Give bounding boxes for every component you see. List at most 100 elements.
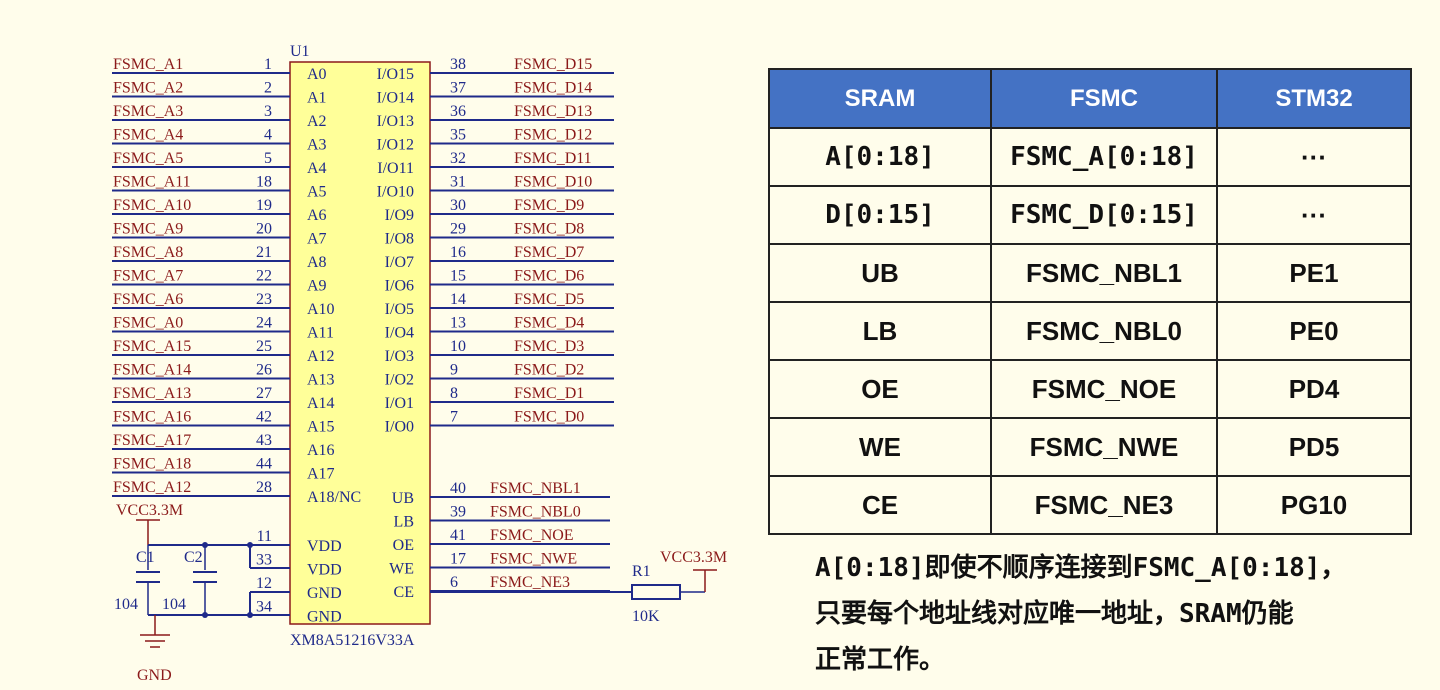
- net-label: FSMC_D6: [514, 268, 584, 285]
- net-label: FSMC_A4: [113, 127, 183, 144]
- net-label: FSMC_A0: [113, 315, 183, 332]
- table-row: WE FSMC_NWE PD5: [768, 417, 1412, 477]
- table-row: A[0:18] FSMC_A[0:18] ···: [768, 127, 1412, 187]
- pin-number: 27: [256, 385, 272, 402]
- net-label: FSMC_D10: [514, 174, 592, 191]
- pin-name: A17: [307, 466, 335, 483]
- r1-resistor: [631, 584, 681, 600]
- net-label: FSMC_A11: [113, 174, 191, 191]
- r1-value: 10K: [632, 608, 660, 625]
- pin-name: UB: [392, 490, 414, 507]
- net-label: FSMC_NE3: [490, 574, 570, 591]
- pin-name: A15: [307, 419, 335, 436]
- explanation-note: A[0:18]即使不顺序连接到FSMC_A[0:18]， 只要每个地址线对应唯一…: [815, 545, 1415, 683]
- net-label: FSMC_A14: [113, 362, 191, 379]
- net-label: FSMC_D5: [514, 291, 584, 308]
- pin-number: 39: [450, 504, 466, 521]
- pin-name: LB: [394, 514, 414, 531]
- ic-designator: U1: [290, 43, 310, 60]
- pin-number: 32: [450, 150, 466, 167]
- pin-number: 11: [257, 528, 272, 545]
- net-label: FSMC_D14: [514, 80, 592, 97]
- header-stm32: STM32: [1216, 68, 1412, 129]
- pin-number: 44: [256, 456, 272, 473]
- pin-mapping-table: SRAM FSMC STM32 A[0:18] FSMC_A[0:18] ···…: [768, 68, 1412, 535]
- pin-name: A4: [307, 160, 327, 177]
- pin-name: A10: [307, 301, 335, 318]
- pin-number: 36: [450, 103, 466, 120]
- pin-name: I/O4: [385, 325, 414, 342]
- pin-name: A18/NC: [307, 489, 361, 506]
- table-header-row: SRAM FSMC STM32: [768, 68, 1412, 129]
- cell-stm32: PE0: [1216, 301, 1412, 361]
- pin-number: 16: [450, 244, 466, 261]
- cell-stm32: PE1: [1216, 243, 1412, 303]
- ic-part-number: XM8A51216V33A: [290, 632, 415, 649]
- pin-number: 28: [256, 479, 272, 496]
- pin-number: 38: [450, 56, 466, 73]
- pin-number: 5: [264, 150, 272, 167]
- net-label: FSMC_A1: [113, 56, 183, 73]
- gnd-label: GND: [137, 667, 172, 684]
- net-label: FSMC_NBL1: [490, 480, 581, 497]
- header-fsmc: FSMC: [990, 68, 1218, 129]
- net-label: FSMC_A16: [113, 409, 191, 426]
- pin-name: A1: [307, 90, 327, 107]
- pin-number: 29: [450, 221, 466, 238]
- pin-number: 35: [450, 127, 466, 144]
- net-label: FSMC_A2: [113, 80, 183, 97]
- pin-name: CE: [394, 584, 414, 601]
- pin-number: 13: [450, 315, 466, 332]
- pin-name: A16: [307, 442, 335, 459]
- pin-number: 21: [256, 244, 272, 261]
- pin-name: I/O6: [385, 278, 414, 295]
- cell-fsmc: FSMC_A[0:18]: [990, 127, 1218, 187]
- c1-ref: C1: [136, 549, 155, 566]
- net-label: FSMC_A5: [113, 150, 183, 167]
- net-label: FSMC_A3: [113, 103, 183, 120]
- pin-number: 18: [256, 174, 272, 191]
- net-label: FSMC_D15: [514, 56, 592, 73]
- pin-name: I/O15: [377, 66, 414, 83]
- net-label: FSMC_D7: [514, 244, 584, 261]
- pin-name: I/O12: [377, 137, 414, 154]
- cell-stm32: PG10: [1216, 475, 1412, 535]
- cell-fsmc: FSMC_NBL0: [990, 301, 1218, 361]
- pin-number: 34: [256, 599, 272, 616]
- pin-number: 26: [256, 362, 272, 379]
- cell-sram: CE: [768, 475, 992, 535]
- pin-number: 8: [450, 385, 458, 402]
- cell-fsmc: FSMC_D[0:15]: [990, 185, 1218, 245]
- pin-name: WE: [389, 561, 414, 578]
- header-sram: SRAM: [768, 68, 992, 129]
- net-label: FSMC_NOE: [490, 527, 574, 544]
- pin-name: I/O8: [385, 231, 414, 248]
- pin-name: I/O11: [377, 160, 414, 177]
- pin-number: 2: [264, 80, 272, 97]
- pin-number: 22: [256, 268, 272, 285]
- table-row: D[0:15] FSMC_D[0:15] ···: [768, 185, 1412, 245]
- pin-name: I/O5: [385, 301, 414, 318]
- cell-stm32: PD5: [1216, 417, 1412, 477]
- pin-number: 6: [450, 574, 458, 591]
- note-line: 只要每个地址线对应唯一地址，SRAM仍能: [815, 599, 1294, 629]
- pin-number: 17: [450, 551, 466, 568]
- sram-schematic: U1 XM8A51216V33A VCC3.3M C1 C2 104 104 G…: [112, 43, 727, 684]
- pin-name: I/O7: [385, 254, 414, 271]
- pin-number: 42: [256, 409, 272, 426]
- pin-name: I/O14: [377, 90, 414, 107]
- cell-fsmc: FSMC_NBL1: [990, 243, 1218, 303]
- pin-name: A3: [307, 137, 327, 154]
- pin-name: I/O13: [377, 113, 414, 130]
- pin-name: A13: [307, 372, 335, 389]
- pin-number: 20: [256, 221, 272, 238]
- net-label: FSMC_A17: [113, 432, 191, 449]
- cell-sram: WE: [768, 417, 992, 477]
- cell-sram: OE: [768, 359, 992, 419]
- pin-name: GND: [307, 585, 342, 602]
- net-label: FSMC_D12: [514, 127, 592, 144]
- pin-name: A6: [307, 207, 327, 224]
- net-label: FSMC_NBL0: [490, 504, 581, 521]
- pin-name: A9: [307, 278, 327, 295]
- net-label: FSMC_D8: [514, 221, 584, 238]
